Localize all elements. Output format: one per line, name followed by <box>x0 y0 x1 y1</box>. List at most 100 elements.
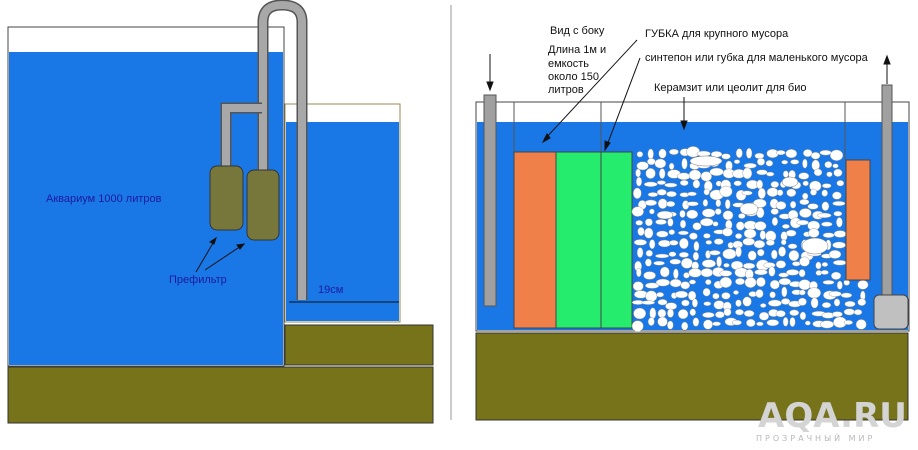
pebble <box>700 268 713 278</box>
pebble <box>649 307 657 319</box>
pebble <box>658 148 667 159</box>
right-diagram: Вид с боку Длина 1м и емкость около 150 … <box>475 25 910 421</box>
pebble <box>688 169 702 181</box>
pebble <box>673 268 679 279</box>
coarse-sponge <box>513 151 557 329</box>
pebble <box>843 308 855 316</box>
sump-stand <box>284 324 434 366</box>
pebble <box>657 308 667 318</box>
prefilter-left <box>209 165 244 231</box>
pebble <box>735 309 744 316</box>
pebble <box>775 201 787 210</box>
pebble <box>679 179 689 186</box>
pebble <box>833 298 841 307</box>
pebble <box>855 319 867 330</box>
pebble <box>802 192 809 200</box>
bio-media-label: Керамзит или цеолит для био <box>654 82 807 94</box>
left-diagram: Аквариум 1000 литров 19см Префильтр <box>7 0 434 424</box>
pebble <box>757 157 766 166</box>
pebble <box>677 309 689 320</box>
pebble <box>792 261 801 267</box>
pebble <box>789 309 800 316</box>
pebble <box>668 229 675 235</box>
flow-arrows <box>486 54 891 92</box>
compartment-lines <box>513 102 846 160</box>
pebble <box>696 150 711 157</box>
pebble <box>798 279 811 291</box>
pebble <box>766 187 779 197</box>
pebble <box>716 256 722 268</box>
pebble <box>747 250 757 261</box>
pebble <box>821 221 833 227</box>
pebble <box>757 248 765 257</box>
pebble <box>635 168 641 178</box>
pebble <box>733 290 739 295</box>
pebble <box>721 292 731 300</box>
pebble <box>833 210 843 217</box>
prefilter-right <box>246 169 280 241</box>
pebble <box>649 239 656 250</box>
pebble <box>647 158 656 166</box>
pebble <box>768 266 776 277</box>
pebble <box>778 278 791 286</box>
pebble <box>719 185 733 198</box>
pebble <box>633 187 642 199</box>
pebble <box>669 278 682 288</box>
pebble <box>724 199 731 210</box>
pebble <box>756 169 768 176</box>
pebble <box>828 290 842 297</box>
pebble <box>656 292 664 298</box>
pebble <box>756 179 764 190</box>
pebble <box>787 243 798 250</box>
pebble <box>656 180 666 185</box>
prefilter-arrows <box>195 236 246 273</box>
pebble <box>681 321 689 331</box>
pebble <box>633 239 647 246</box>
pebble <box>790 159 800 165</box>
pebble <box>836 217 843 228</box>
pebble <box>667 320 674 330</box>
pebble <box>723 262 730 268</box>
pebble <box>712 221 719 227</box>
pebble <box>769 279 780 290</box>
pebble <box>656 210 674 220</box>
pebble <box>788 250 800 262</box>
pebble <box>643 181 658 187</box>
pebble <box>659 266 670 278</box>
dimensions-label-2: емкость <box>548 58 589 70</box>
pebble <box>765 160 774 167</box>
pebble <box>644 227 654 239</box>
pebble <box>679 219 687 229</box>
pebble <box>832 241 846 249</box>
pebble <box>776 150 786 156</box>
pebble <box>679 237 689 249</box>
pebble <box>735 278 745 286</box>
pebble <box>833 230 847 238</box>
pebble <box>721 153 731 160</box>
pebble <box>686 201 699 207</box>
pebble <box>802 158 808 169</box>
pebble <box>735 233 743 240</box>
pebble <box>692 222 702 231</box>
pebble <box>741 190 753 196</box>
pebble <box>807 203 819 210</box>
pebble <box>631 320 644 332</box>
pebble <box>636 161 649 171</box>
pebble <box>810 297 819 309</box>
pebble <box>645 249 653 257</box>
pebble <box>742 237 755 246</box>
pebble <box>843 320 854 325</box>
pebble <box>680 281 691 290</box>
pebble <box>743 162 757 169</box>
pebble <box>714 208 722 215</box>
pebble <box>742 262 756 270</box>
pebble <box>633 307 647 320</box>
pebble <box>632 281 644 292</box>
dimensions-label-3: около 150 <box>548 71 599 83</box>
pebble <box>781 176 799 188</box>
pebble <box>782 223 790 229</box>
pebble <box>780 239 787 246</box>
pebble <box>645 258 652 267</box>
pebble <box>822 280 835 285</box>
